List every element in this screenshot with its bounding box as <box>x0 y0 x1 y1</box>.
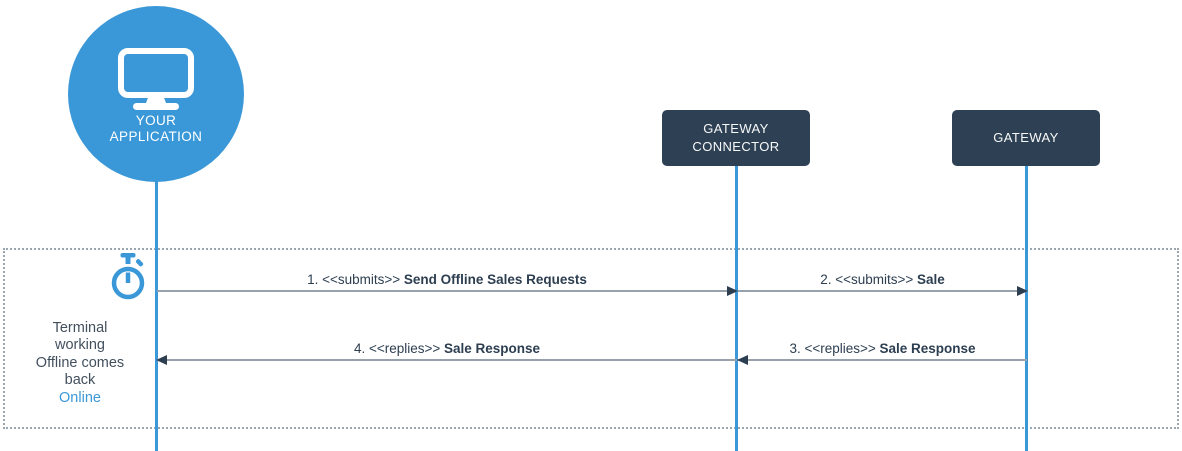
message-4: 4. <<replies>> Sale Response <box>156 341 737 365</box>
message-3-prefix: 3. <<replies>> <box>789 341 880 356</box>
message-2-prefix: 2. <<submits>> <box>820 272 918 287</box>
arrowhead-left-icon <box>737 355 748 365</box>
message-4-emphasis: Sale Response <box>444 341 541 356</box>
offline-fragment-caption: Terminal working Offline comes back Onli… <box>8 302 152 407</box>
message-2-arrow <box>738 286 1028 296</box>
message-4-prefix: 4. <<replies>> <box>353 341 445 356</box>
message-2-label: 2. <<submits>> Sale <box>738 272 1027 288</box>
message-1: 1. <<submits>> Send Offline Sales Reques… <box>157 272 738 296</box>
message-1-arrow <box>157 286 738 296</box>
actor-your-application-label: YOUR APPLICATION <box>109 113 203 144</box>
actor-gateway-connector-label: GATEWAY CONNECTOR <box>692 121 780 154</box>
message-1-prefix: 1. <<submits>> <box>307 272 404 287</box>
offline-fragment-frame <box>3 248 1179 429</box>
arrowhead-left-icon <box>156 355 167 365</box>
message-3-arrow <box>737 355 1027 365</box>
lifeline-gateway-connector <box>735 166 738 451</box>
arrowhead-right-icon <box>1017 286 1028 296</box>
message-3-emphasis: Sale Response <box>879 341 976 356</box>
lifeline-gateway <box>1025 166 1028 451</box>
actor-gateway: GATEWAY <box>952 110 1100 166</box>
message-3: 3. <<replies>> Sale Response <box>737 341 1027 365</box>
message-4-label: 4. <<replies>> Sale Response <box>157 341 737 357</box>
offline-fragment-caption-text: Terminal working Offline comes back <box>35 319 125 389</box>
message-2-emphasis: Sale <box>917 272 945 287</box>
message-1-emphasis: Send Offline Sales Requests <box>403 272 587 287</box>
lifeline-your-application <box>155 181 158 451</box>
message-1-label: 1. <<submits>> Send Offline Sales Reques… <box>157 272 737 288</box>
message-2: 2. <<submits>> Sale <box>738 272 1028 296</box>
offline-fragment-caption-online: Online <box>59 389 101 406</box>
stopwatch-icon <box>111 253 145 300</box>
actor-your-application: YOUR APPLICATION <box>68 6 244 182</box>
monitor-icon <box>118 48 194 110</box>
actor-gateway-connector: GATEWAY CONNECTOR <box>662 110 810 166</box>
message-4-arrow <box>156 355 737 365</box>
actor-gateway-label: GATEWAY <box>993 130 1059 145</box>
arrowhead-right-icon <box>727 286 738 296</box>
message-3-label: 3. <<replies>> Sale Response <box>738 341 1027 357</box>
